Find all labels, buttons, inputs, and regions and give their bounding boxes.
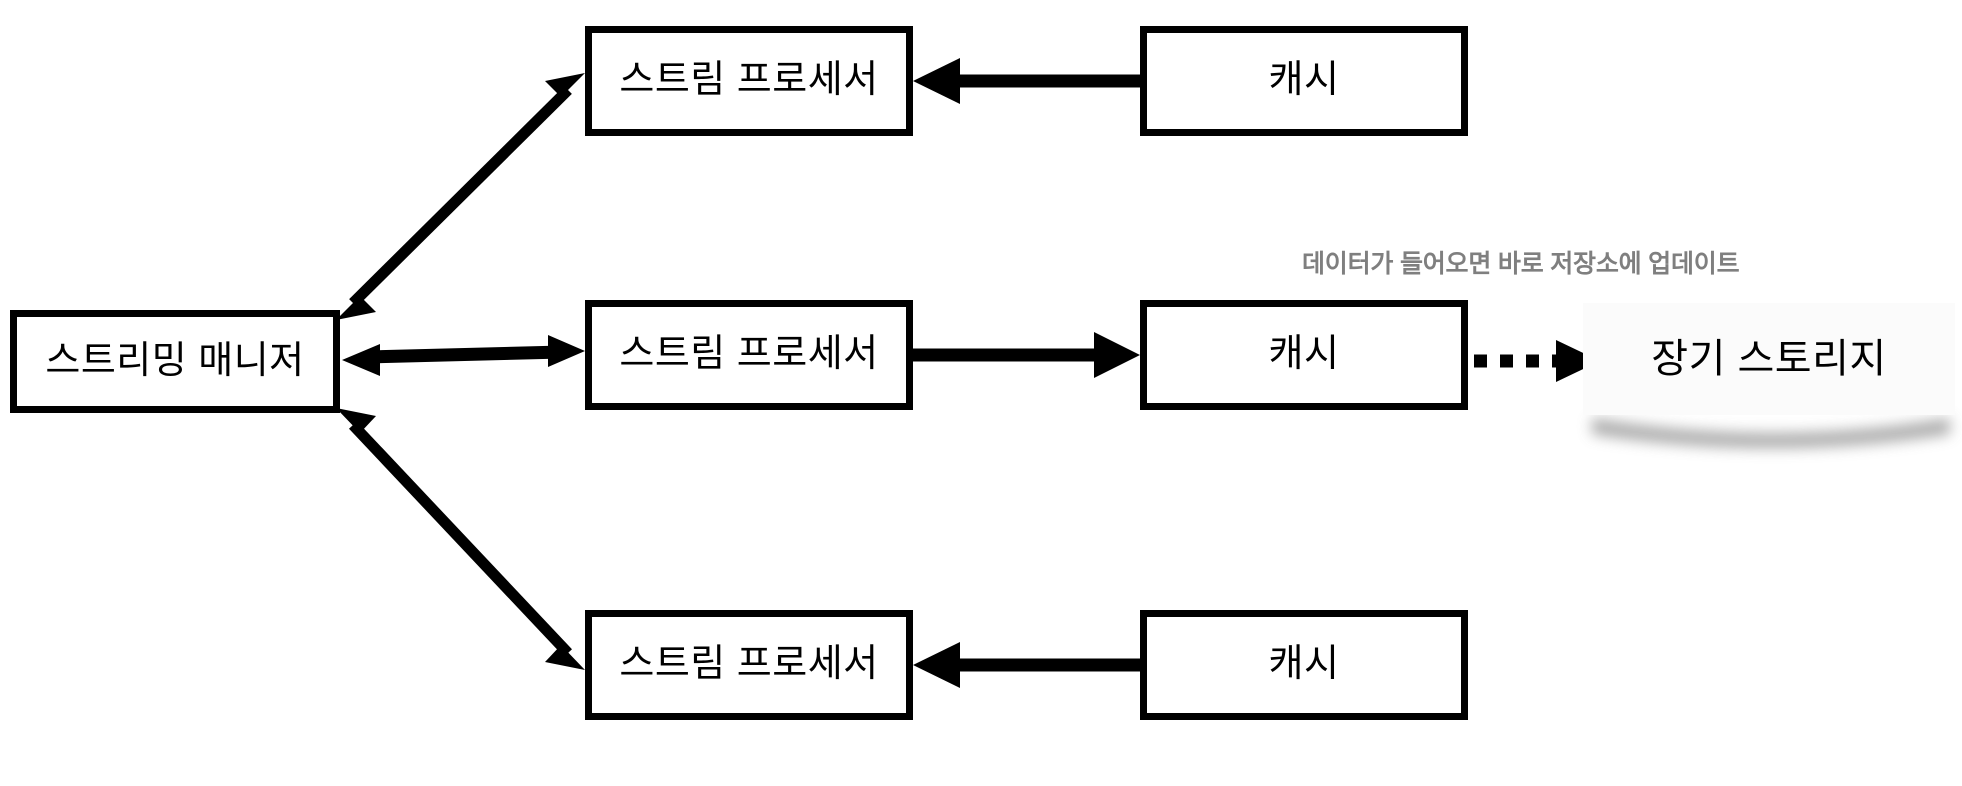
node-cache-middle[interactable]: 캐시 [1140,300,1468,410]
edge-cache-middle-to-storage [1474,340,1600,382]
node-label-stream-processor-top: 스트림 프로세서 [619,59,879,102]
node-stream-processor-bottom[interactable]: 스트림 프로세서 [585,610,913,720]
storage-drop-shadow [1592,418,1950,448]
edge-manager-to-processor-top [336,73,585,320]
node-long-term-storage[interactable]: 장기 스토리지 [1583,303,1955,415]
node-streaming-manager[interactable]: 스트리밍 매니저 [10,310,340,413]
node-label-cache-bottom: 캐시 [1268,643,1340,686]
annotation-storage-update-note: 데이터가 들어오면 바로 저장소에 업데이트 [1302,250,1740,278]
node-label-stream-processor-bottom: 스트림 프로세서 [619,643,879,686]
node-stream-processor-top[interactable]: 스트림 프로세서 [585,26,913,136]
node-label-cache-top: 캐시 [1268,59,1340,102]
node-label-long-term-storage: 장기 스토리지 [1651,337,1887,381]
edge-processor-middle-to-cache-middle [913,332,1140,378]
edge-manager-to-processor-bottom [336,408,585,670]
node-cache-top[interactable]: 캐시 [1140,26,1468,136]
edge-cache-top-to-processor-top [913,58,1140,104]
node-label-streaming-manager: 스트리밍 매니저 [45,339,305,382]
node-stream-processor-middle[interactable]: 스트림 프로세서 [585,300,913,410]
node-label-cache-middle: 캐시 [1268,333,1340,376]
edge-manager-to-processor-middle [342,335,585,376]
node-cache-bottom[interactable]: 캐시 [1140,610,1468,720]
node-label-stream-processor-middle: 스트림 프로세서 [619,333,879,376]
edge-cache-bottom-to-processor-bottom [913,642,1140,688]
